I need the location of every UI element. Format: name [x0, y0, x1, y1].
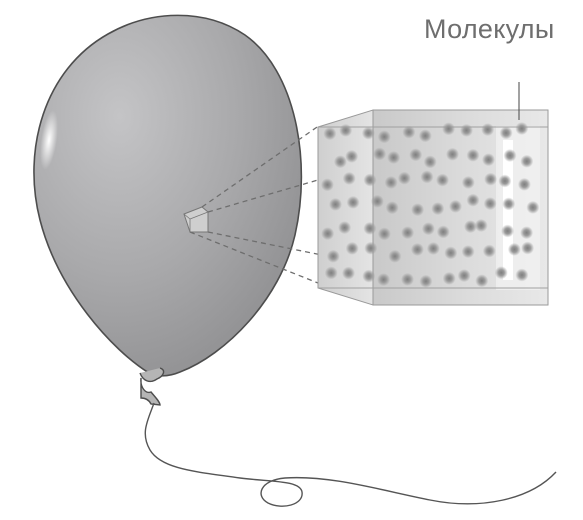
molecule — [504, 149, 517, 162]
molecule — [520, 226, 533, 239]
molecule — [495, 266, 508, 279]
molecule — [364, 174, 377, 187]
molecule — [338, 221, 351, 234]
molecule — [401, 273, 414, 286]
molecule — [334, 155, 347, 168]
molecule — [346, 242, 359, 255]
molecule — [409, 148, 422, 161]
molecule — [347, 196, 360, 209]
molecule — [373, 147, 386, 160]
molecule — [398, 172, 411, 185]
molecule — [386, 201, 399, 214]
molecule — [508, 243, 521, 256]
molecule — [446, 148, 459, 161]
molecule — [323, 127, 336, 140]
molecule — [442, 122, 455, 135]
molecule — [444, 246, 457, 259]
molecule — [436, 174, 449, 187]
molecule — [500, 126, 513, 139]
molecule — [362, 127, 375, 140]
molecule — [378, 227, 391, 240]
balloon-string — [145, 403, 556, 506]
molecule — [411, 203, 424, 216]
molecule — [515, 269, 528, 282]
molecule — [342, 267, 355, 280]
molecule — [520, 155, 533, 168]
molecule — [431, 202, 444, 215]
molecule — [321, 227, 334, 240]
molecule — [449, 200, 462, 213]
molecule — [521, 242, 534, 255]
molecule — [411, 243, 424, 256]
molecule — [387, 151, 400, 164]
molecule — [482, 153, 495, 166]
molecule — [385, 176, 398, 189]
molecule — [378, 130, 391, 143]
molecule — [419, 275, 432, 288]
molecule — [327, 250, 340, 263]
molecule — [401, 226, 414, 239]
molecules-label: Молекулы — [424, 14, 555, 45]
molecule — [475, 219, 488, 232]
molecule — [502, 197, 515, 210]
molecule — [498, 175, 511, 188]
molecule — [518, 178, 531, 191]
molecule — [467, 194, 480, 207]
molecule — [363, 222, 376, 235]
molecule — [460, 124, 473, 137]
molecule — [437, 225, 450, 238]
molecule — [364, 242, 377, 255]
molecule — [371, 195, 384, 208]
molecule — [343, 172, 356, 185]
molecule — [402, 126, 415, 139]
molecule — [377, 273, 390, 286]
molecule — [345, 150, 358, 163]
molecule — [462, 176, 475, 189]
molecule — [424, 155, 437, 168]
molecule — [443, 272, 456, 285]
molecule — [481, 123, 494, 136]
molecule — [458, 269, 471, 282]
molecule — [325, 266, 338, 279]
molecule — [484, 197, 497, 210]
molecule — [484, 173, 497, 186]
molecule — [419, 129, 432, 142]
molecule — [462, 245, 475, 258]
molecule — [339, 124, 352, 137]
molecule — [467, 149, 480, 162]
molecule — [515, 122, 528, 135]
balloon — [34, 15, 301, 376]
molecule — [362, 270, 375, 283]
molecule — [483, 245, 496, 258]
molecule — [501, 225, 514, 238]
molecule — [475, 274, 488, 287]
molecule — [388, 250, 401, 263]
molecule — [526, 201, 539, 214]
balloon-knot — [140, 368, 164, 405]
molecule — [329, 198, 342, 211]
molecule — [422, 222, 435, 235]
molecule — [427, 242, 440, 255]
molecule — [421, 170, 434, 183]
molecule — [321, 178, 334, 191]
